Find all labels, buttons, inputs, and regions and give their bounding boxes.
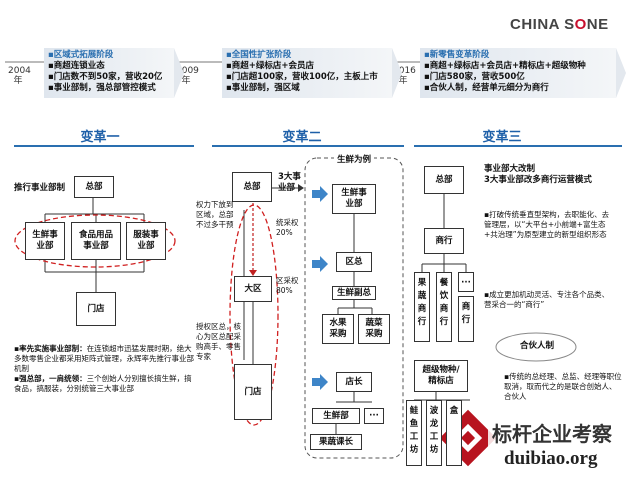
phase-3: ▪新零售变革阶段 ▪商超+绿标店+会员店+精标店+超级物种 ▪门店580家，营收…: [420, 48, 616, 98]
s2-ex-more: ···: [364, 408, 384, 424]
s3-sub-produce: 果蔬商行: [414, 272, 430, 342]
section-title-3: 变革三: [482, 130, 522, 145]
s2-ex-veg-buy: 蔬菜采购: [358, 314, 390, 344]
s2-biz-label: 3大事业部: [278, 172, 301, 193]
s2-note-top: 权力下放到区域，总部不过多干预: [196, 200, 234, 229]
s2-ex-produce-lead: 果蔬课长: [310, 434, 362, 450]
s3-sub-shop: 商行: [458, 296, 474, 342]
s3-sub-catering: 餐饮商行: [436, 272, 452, 342]
s3-store-dept: 商行: [424, 228, 464, 254]
s1-hq-box: 总部: [74, 176, 114, 198]
s2-ex-store-mgr: 店长: [336, 372, 372, 392]
s3-super-box: 超级物种/精标店: [414, 360, 468, 392]
s2-ex-fruit-buy: 水果采购: [322, 314, 354, 344]
s3-note1: ▪打破传统垂直型架构，去职能化、去管理层，以“大平台+小前端+富生态+共治理”为…: [484, 210, 610, 239]
s1-unit-apparel: 服装事业部: [126, 222, 166, 260]
s3-super-lobster: 波龙工坊: [426, 400, 442, 466]
phase-1: ▪区域式拓展阶段 ▪商超连锁业态 ▪门店数不到50家，营收20亿 ▪事业部制，强…: [44, 48, 174, 98]
section-rule-3: [414, 145, 622, 147]
s1-notes: ▪率先实施事业部制：在连锁超市迅猛发展时期，绝大多数零售企业都采用矩阵式管理，永…: [14, 344, 194, 393]
section-title-1: 变革一: [80, 130, 120, 145]
s2-example-title: 生鲜为例: [334, 155, 375, 166]
s3-note2: ▪成立更加机动灵活、专注各个品类、营采合一的“商行”: [484, 290, 610, 309]
s3-hq-box: 总部: [424, 166, 464, 194]
s2-ex-region-head: 区总: [336, 252, 372, 272]
s2-ex-fresh-deputy: 生鲜副总: [332, 286, 376, 300]
s3-note3: ▪传统的总经理、总监、经理等职位取消，取而代之的是联合创始人、合伙人: [504, 372, 622, 401]
phase-2: ▪全国性扩张阶段 ▪商超+绿标店+会员店 ▪门店超100家，营收100亿，主板上…: [222, 48, 392, 98]
s2-ex-fresh-dept: 生鲜事业部: [332, 184, 376, 214]
s2-pct-region: 区采权80%: [276, 276, 299, 295]
s1-label: 推行事业部制: [14, 183, 66, 193]
s1-unit-fresh: 生鲜事业部: [25, 222, 65, 260]
china-stone-logo: CHINA SONE: [510, 16, 609, 33]
s1-unit-food: 食品用品事业部: [71, 222, 121, 260]
s2-store-box: 门店: [234, 364, 272, 420]
s2-pct-central: 统采权20%: [276, 218, 299, 237]
s2-region-box: 大区: [234, 276, 272, 302]
s2-hq-box: 总部: [232, 172, 272, 202]
section-rule-1: [14, 145, 194, 147]
s3-super-salmon: 鲑鱼工坊: [406, 400, 422, 466]
s3-sub-more: ···: [458, 272, 474, 292]
s3-partner-title: 合伙人制: [519, 341, 554, 351]
s3-super-box-he: 盒: [446, 400, 462, 466]
section-title-2: 变革二: [282, 130, 322, 145]
watermark-title: 标杆企业考察: [488, 418, 616, 447]
s3-heading: 事业部大改制 3大事业部改多商行运营模式: [484, 164, 592, 185]
section-rule-2: [212, 145, 404, 147]
watermark-url: duibiao.org: [500, 448, 602, 470]
s2-note-bottom: 授权区总，核心为区总配采购高手、零售专家: [196, 322, 241, 361]
s1-store-box: 门店: [76, 292, 116, 326]
s2-ex-fresh-section: 生鲜部: [312, 408, 360, 424]
